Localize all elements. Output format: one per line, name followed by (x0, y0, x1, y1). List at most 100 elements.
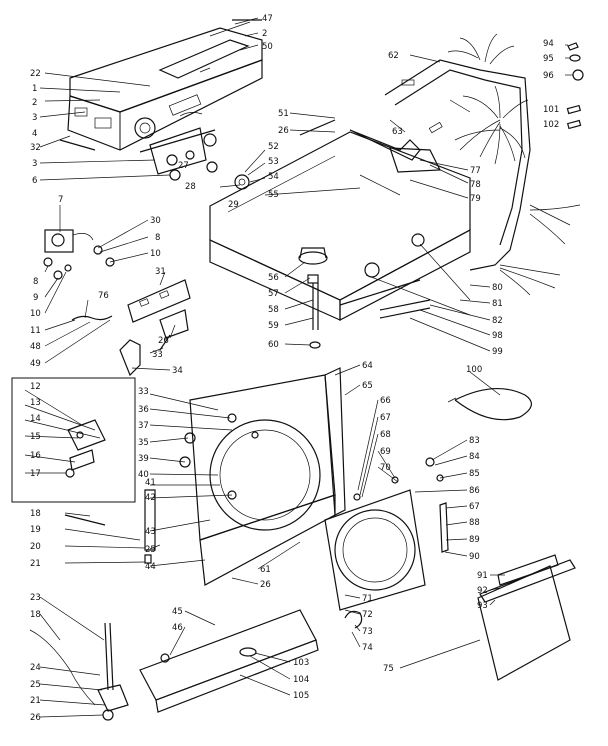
callout-c44: 44 (145, 562, 156, 572)
callout-c100: 100 (466, 365, 482, 375)
callout-c92: 92 (477, 586, 488, 596)
callout-c70: 70 (380, 463, 391, 473)
callout-c52: 52 (268, 142, 279, 152)
callout-c42: 42 (145, 493, 156, 503)
callout-c65: 65 (362, 381, 373, 391)
callout-c33b: 33 (138, 387, 149, 397)
callout-c64: 64 (362, 361, 373, 371)
door-assembly (324, 457, 449, 629)
callout-c88: 88 (469, 518, 480, 528)
callout-c102: 102 (543, 120, 559, 130)
callout-c71: 71 (362, 594, 373, 604)
callout-c15: 15 (30, 432, 41, 442)
callout-c24: 24 (30, 663, 41, 673)
front-panel (144, 367, 346, 586)
callout-c10b: 10 (30, 309, 41, 319)
callout-c101: 101 (543, 105, 559, 115)
control-console-assembly (59, 19, 263, 190)
callout-labels: 47 2 50 22 1 2 3 4 32 3 6 27 28 29 51 26… (30, 14, 559, 723)
callout-c26c: 26 (260, 580, 271, 590)
callout-c67b: 67 (469, 502, 480, 512)
callout-c9: 9 (33, 293, 38, 303)
callout-c39: 39 (138, 454, 149, 464)
callout-c62: 62 (388, 51, 399, 61)
callout-c83: 83 (469, 436, 480, 446)
callout-c23: 23 (30, 593, 41, 603)
callout-c96: 96 (543, 71, 554, 81)
callout-c14: 14 (30, 414, 41, 424)
callout-c99: 99 (492, 347, 503, 357)
callout-c33a: 33 (152, 350, 163, 360)
callout-c26b: 26 (158, 336, 169, 346)
callout-c104: 104 (293, 675, 309, 685)
callout-c93: 93 (477, 601, 488, 611)
callout-c84: 84 (469, 452, 480, 462)
callout-c4: 4 (32, 129, 37, 139)
callout-c21a: 21 (30, 559, 41, 569)
callout-c91: 91 (477, 571, 488, 581)
callout-c61: 61 (260, 565, 271, 575)
callout-c16: 16 (30, 451, 41, 461)
callout-c22: 22 (30, 69, 41, 79)
callout-c37: 37 (138, 421, 149, 431)
timer-motor-parts (43, 229, 115, 321)
callout-c7: 7 (58, 195, 63, 205)
callout-c46: 46 (172, 623, 183, 633)
callout-c17: 17 (30, 469, 41, 479)
agitator-shaft-assembly (298, 247, 328, 349)
callout-c47: 47 (262, 14, 273, 24)
callout-c48: 48 (30, 342, 41, 352)
callout-c85: 85 (469, 469, 480, 479)
callout-c53: 53 (268, 157, 279, 167)
callout-c32: 32 (30, 143, 41, 153)
callout-c28: 28 (185, 182, 196, 192)
callout-c98: 98 (492, 331, 503, 341)
callout-c25b: 25 (30, 680, 41, 690)
callout-c18b: 18 (30, 610, 41, 620)
callout-c8b: 8 (33, 277, 38, 287)
callout-c18a: 18 (30, 509, 41, 519)
callout-c3b: 3 (32, 159, 37, 169)
callout-c36: 36 (138, 405, 149, 415)
callout-c6: 6 (32, 176, 37, 186)
callout-c74: 74 (362, 643, 373, 653)
callout-c78: 78 (470, 180, 481, 190)
callout-c43: 43 (145, 527, 156, 537)
callout-c13: 13 (30, 398, 41, 408)
callout-c89: 89 (469, 535, 480, 545)
callout-c3a: 3 (32, 113, 37, 123)
callout-c11: 11 (30, 326, 41, 336)
callout-c75: 75 (383, 664, 394, 674)
callout-c66: 66 (380, 396, 391, 406)
callout-c103: 103 (293, 658, 309, 668)
callout-c68: 68 (380, 430, 391, 440)
callout-c34: 34 (172, 366, 183, 376)
callout-c2b: 2 (32, 98, 37, 108)
callout-c76: 76 (98, 291, 109, 301)
callout-c82: 82 (492, 316, 503, 326)
callout-c54: 54 (268, 172, 279, 182)
callout-c12: 12 (30, 382, 41, 392)
callout-c81: 81 (492, 299, 503, 309)
callout-c60: 60 (268, 340, 279, 350)
callout-c30: 30 (150, 216, 161, 226)
wiring-harness (384, 33, 581, 296)
callout-c59: 59 (268, 321, 279, 331)
callout-c26d: 26 (30, 713, 41, 723)
callout-c29: 29 (228, 200, 239, 210)
small-parts-94-102 (566, 42, 584, 130)
outer-door-panel (477, 554, 576, 681)
callout-c35: 35 (138, 438, 149, 448)
callout-c86: 86 (469, 486, 480, 496)
callout-c26a: 26 (278, 126, 289, 136)
switch-bracket-parts (119, 279, 191, 377)
callout-c51: 51 (278, 109, 289, 119)
leader-lines (24, 17, 573, 718)
callout-c69: 69 (380, 447, 391, 457)
callout-c67a: 67 (380, 413, 391, 423)
callout-c40: 40 (138, 470, 149, 480)
callout-c72: 72 (362, 610, 373, 620)
callout-c41: 41 (145, 478, 156, 488)
callout-c94: 94 (543, 39, 554, 49)
